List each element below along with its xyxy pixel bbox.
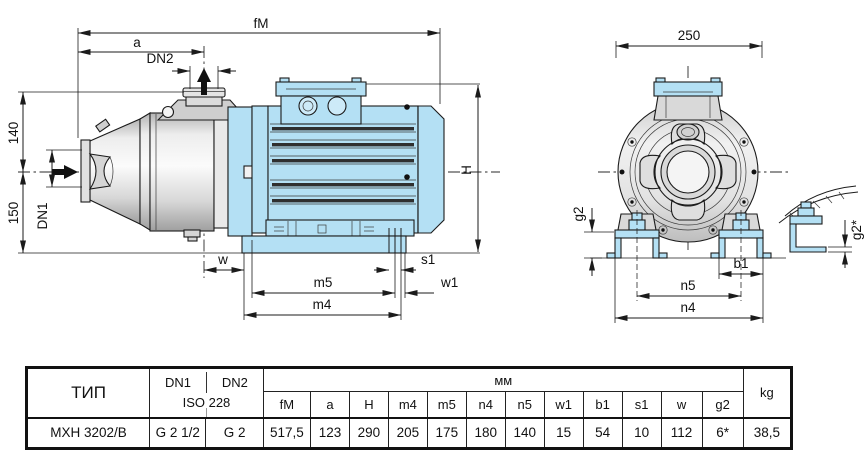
H-value: 290 (348, 416, 389, 449)
vent-plug (95, 118, 111, 133)
cable-gland (327, 96, 347, 116)
dim-w1-label: w1 (440, 275, 458, 290)
suction-flange (80, 139, 91, 203)
col-header-m4: m4 (387, 391, 428, 418)
priming-plug (676, 123, 700, 141)
col-header-dn1: DN1 (151, 372, 207, 394)
col-header-type: ТИП (25, 367, 151, 418)
n4-value: 180 (465, 416, 506, 449)
pump-backplate (213, 115, 229, 229)
col-header-g2: g2 (701, 391, 744, 418)
side-view: fM a DN2 140 150 DN1 H w (6, 16, 500, 320)
pump-cylinder (149, 112, 215, 232)
col-header-dn-iso: DN1 DN2 ISO 228 (149, 367, 264, 418)
col-header-n4: n4 (465, 391, 506, 418)
bracket-hole (161, 105, 175, 119)
dim-n4-label: n4 (680, 300, 696, 315)
s1-value: 10 (621, 416, 662, 449)
a-value: 123 (309, 416, 350, 449)
foot-detail: g2* (778, 185, 864, 268)
col-header-kg: kg (742, 367, 793, 418)
dim-250-label: 250 (678, 28, 701, 43)
dim-s1-label: s1 (421, 252, 435, 267)
dim-dn1-label: DN1 (35, 202, 50, 229)
m4-value: 205 (387, 416, 428, 449)
dn1-value: G 2 1/2 (149, 416, 207, 449)
col-header-mm: мм (262, 367, 744, 392)
pump-front-face (617, 101, 759, 243)
g2-value: 6* (701, 416, 744, 449)
foot-bracket-section (789, 223, 827, 253)
kg-value: 38,5 (742, 416, 793, 449)
table-row: MXH 3202/B G 2 1/2 G 2 517,5 123 290 205… (25, 416, 793, 449)
col-header-b1: b1 (582, 391, 623, 418)
base-plate (241, 235, 407, 254)
m5-value: 175 (426, 416, 467, 449)
col-header-dn2: DN2 (221, 375, 248, 391)
col-header-a: a (309, 391, 350, 418)
col-header-iso: ISO 228 (182, 395, 231, 411)
col-header-H: H (348, 391, 389, 418)
dim-g2-label: g2 (571, 206, 586, 221)
dn2-value: G 2 (205, 416, 264, 449)
pump-type-cell: MXH 3202/B (25, 416, 151, 449)
side-view-dimensions: fM a DN2 140 150 DN1 H w (6, 16, 481, 320)
dimensions-table: ТИП DN1 DN2 ISO 228 мм kg fM a H m4 m5 n… (25, 366, 793, 450)
bolt-dot (404, 174, 410, 180)
col-header-n5: n5 (504, 391, 545, 418)
cable-gland (298, 96, 318, 116)
outlet-arrow-icon (197, 68, 211, 95)
dim-g2star-label: g2* (849, 219, 864, 240)
w-value: 112 (660, 416, 703, 449)
drain-plug (183, 229, 201, 238)
col-header-fM: fM (262, 391, 311, 418)
fM-value: 517,5 (262, 416, 311, 449)
col-header-w: w (660, 391, 703, 418)
terminal-box-front (653, 77, 723, 121)
motor-flange (251, 105, 269, 234)
dim-a-label: a (133, 35, 141, 50)
bolt-dot (404, 104, 410, 110)
dim-150-label: 150 (6, 202, 21, 225)
b1-value: 54 (582, 416, 623, 449)
dim-b1-label: b1 (733, 256, 748, 271)
motor-feet-frame (265, 219, 415, 237)
dim-w-label: w (217, 252, 228, 267)
dimensional-drawing: fM a DN2 140 150 DN1 H w (6, 16, 864, 323)
motor (251, 77, 445, 237)
fan-cover (417, 105, 445, 234)
front-view: 250 g2 b1 n5 n4 (571, 28, 864, 323)
dim-m4-label: m4 (313, 297, 332, 312)
col-header-w1: w1 (543, 391, 584, 418)
dim-140-label: 140 (6, 122, 21, 145)
dn-divider-tick (206, 407, 208, 417)
dim-dn2-label: DN2 (146, 51, 173, 66)
pump-body (80, 112, 229, 242)
dim-m5-label: m5 (314, 275, 333, 290)
terminal-box (275, 77, 367, 125)
motor-body (267, 105, 419, 234)
col-header-m5: m5 (426, 391, 467, 418)
front-view-dimensions: 250 g2 b1 n5 n4 (571, 28, 764, 323)
col-header-s1: s1 (621, 391, 662, 418)
n5-value: 140 (504, 416, 545, 449)
dim-n5-label: n5 (680, 278, 695, 293)
inlet-arrow-icon (52, 165, 78, 179)
dim-fM-label: fM (254, 16, 269, 31)
w1-value: 15 (543, 416, 584, 449)
dim-H-label: H (459, 165, 474, 175)
